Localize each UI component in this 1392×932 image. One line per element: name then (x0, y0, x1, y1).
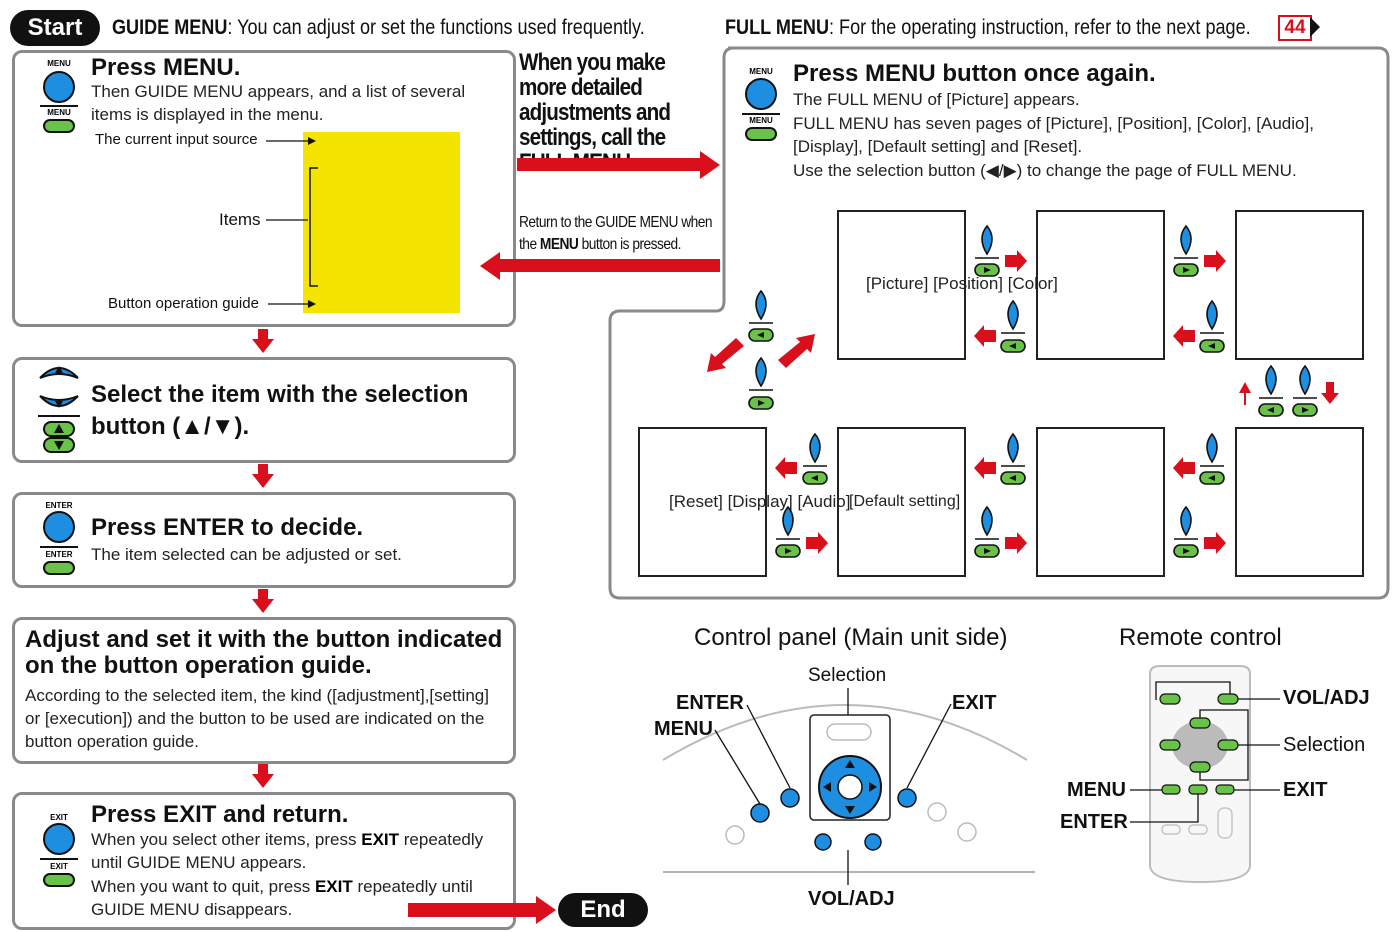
flow-arrow-1-icon (252, 329, 274, 353)
remote-label-menu: MENU (1067, 779, 1126, 801)
step-press-exit (12, 792, 516, 930)
full-menu-title: Press MENU button once again. (793, 60, 1156, 87)
panel-label-voladj: VOL/ADJ (808, 888, 895, 910)
panel-label-enter: ENTER (676, 692, 744, 714)
end-badge: End (558, 893, 648, 927)
return-b: MENU (539, 236, 579, 253)
end-arrow-shaft (408, 903, 538, 917)
menu-button-icon: MENU MENU (40, 59, 78, 133)
step5-b1a: When you select other items, press (91, 830, 362, 849)
row2-default-setting: [Default setting] (849, 493, 961, 510)
flow-arrow-4-icon (252, 764, 274, 788)
end-arrow-head-icon (536, 896, 556, 924)
to-full-menu-arrow-head-icon (700, 151, 720, 179)
enter-icon-label-bottom: ENTER (45, 550, 72, 559)
step-press-enter (12, 492, 516, 588)
panel-label-exit: EXIT (952, 692, 997, 714)
page-navigation-arrows (707, 225, 1339, 558)
screen-reset (638, 427, 767, 577)
return-a: Return to the GUIDE MENU when the (519, 214, 713, 253)
step-select-item (12, 357, 516, 463)
full-menu-frame (608, 46, 1390, 600)
step5-b2c: repeatedly until GUIDE MENU disappears. (91, 877, 473, 919)
label-button-operation-guide: Button operation guide (108, 295, 259, 312)
screen-audio (1036, 427, 1165, 577)
row2-page-names: [Reset] [Display] [Audio] (669, 492, 851, 511)
screen-picture (837, 210, 966, 360)
menu-icon-label-top: MENU (47, 59, 71, 68)
step2-title: Select the item with the selection butto… (91, 381, 469, 440)
step4-body: According to the selected item, the kind… (25, 686, 489, 751)
exit-icon-label-top: EXIT (50, 813, 68, 822)
screen-default-setting (1235, 427, 1364, 577)
step5-body-1: When you select other items, press EXIT … (91, 828, 501, 874)
guide-menu-label: GUIDE MENU (112, 16, 228, 39)
label-current-input-source: The current input source (95, 131, 258, 148)
full-menu-line1: The FULL MENU of [Picture] appears. (793, 90, 1080, 109)
exit-button-icon: EXIT EXIT (40, 813, 78, 887)
remote-label-enter: ENTER (1060, 811, 1128, 833)
guide-menu-screen (303, 132, 460, 313)
enter-button-icon: ENTER ENTER (40, 501, 78, 575)
full-menu-label: FULL MENU (725, 16, 830, 39)
step-adjust-set (12, 617, 516, 764)
control-panel-title: Control panel (Main unit side) (694, 624, 1008, 651)
remote-label-voladj: VOL/ADJ (1283, 687, 1370, 709)
start-badge: Start (10, 10, 100, 46)
full-menu-text: : For the operating instruction, refer t… (829, 16, 1251, 39)
page-ref-link[interactable]: 44 (1278, 15, 1312, 41)
remote-label-exit: EXIT (1283, 779, 1328, 801)
menu-icon-label-bottom: MENU (47, 108, 71, 117)
full-menu-icon-label-top: MENU (749, 67, 773, 76)
flow-arrow-3-icon (252, 589, 274, 613)
full-menu-caption: FULL MENU: For the operating instruction… (725, 16, 1251, 40)
exit-icon-label-bottom: EXIT (50, 862, 68, 871)
guide-menu-caption: GUIDE MENU: You can adjust or set the fu… (112, 16, 645, 40)
step3-title: Press ENTER to decide. (91, 514, 364, 541)
panel-label-selection: Selection (808, 665, 887, 686)
enter-icon-label-top: ENTER (45, 501, 72, 510)
flow-arrow-2-icon (252, 464, 274, 488)
remote-control-title: Remote control (1119, 624, 1282, 651)
screen-display (837, 427, 966, 577)
step1-title: Press MENU. (91, 54, 241, 81)
step1-body: Then GUIDE MENU appears, and a list of s… (91, 82, 466, 124)
guide-menu-callouts (266, 137, 318, 308)
full-menu-line3: Use the selection button (◀/▶) to change… (793, 161, 1297, 180)
to-full-menu-arrow-shaft (517, 158, 702, 171)
panel-label-menu: MENU (654, 718, 713, 740)
remote-control-drawing (1130, 665, 1280, 884)
selection-up-down-icon (38, 366, 80, 453)
step5-title: Press EXIT and return. (91, 801, 349, 828)
full-menu-line2: FULL MENU has seven pages of [Picture], … (793, 114, 1314, 156)
step4-title: Adjust and set it with the button indica… (25, 626, 503, 679)
step5-b2a: When you want to quit, press (91, 877, 315, 896)
label-items: Items (219, 210, 261, 229)
control-panel-drawing (662, 688, 1035, 885)
to-guide-menu-arrow-head-icon (480, 252, 500, 280)
remote-label-selection: Selection (1283, 734, 1366, 756)
full-menu-icon-label-bottom: MENU (749, 116, 773, 125)
row1-page-names: [Picture] [Position] [Color] (866, 274, 1058, 293)
guide-menu-text: : You can adjust or set the functions us… (227, 16, 645, 39)
page-ref-chevron-icon (1310, 17, 1320, 37)
return-c: button is pressed. (578, 236, 682, 253)
step5-b1b: EXIT (361, 830, 400, 849)
step5-body-2: When you want to quit, press EXIT repeat… (91, 875, 501, 921)
step3-body: The item selected can be adjusted or set… (91, 545, 402, 564)
to-guide-menu-arrow-shaft (498, 259, 720, 272)
full-menu-button-icon: MENU MENU (742, 67, 780, 141)
screen-color (1235, 210, 1364, 360)
return-guide-text: Return to the GUIDE MENU when the MENU b… (519, 212, 717, 256)
step5-b1c: repeatedly until GUIDE MENU appears. (91, 830, 484, 872)
screen-position (1036, 210, 1165, 360)
step5-b2b: EXIT (314, 877, 353, 896)
